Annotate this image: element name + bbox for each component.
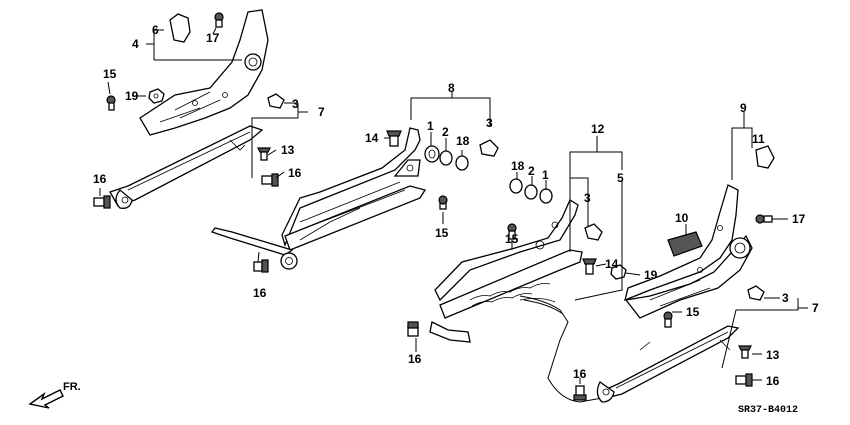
callout-16: 16	[766, 374, 780, 388]
callout-1: 1	[542, 168, 549, 182]
callout-1: 1	[427, 119, 434, 133]
callout-14: 14	[605, 257, 619, 271]
callout-3: 3	[782, 291, 789, 305]
callout-18: 18	[511, 159, 525, 173]
callout-2: 2	[442, 125, 449, 139]
callout-14: 14	[365, 131, 379, 145]
callout-18: 18	[456, 134, 470, 148]
callout-15: 15	[686, 305, 700, 319]
diagram-code: SR37-B4012	[738, 405, 798, 416]
callout-7: 7	[318, 105, 325, 119]
callout-16: 16	[573, 367, 587, 381]
front-arrow-icon	[28, 389, 64, 409]
middle-track-assembly	[210, 127, 499, 273]
callout-16: 16	[93, 172, 107, 186]
callout-8: 8	[448, 81, 455, 95]
callout-15: 15	[103, 67, 117, 81]
callout-4: 4	[132, 37, 139, 51]
callout-10: 10	[675, 211, 689, 225]
callout-19: 19	[644, 268, 658, 282]
callout-16: 16	[288, 166, 302, 180]
callout-7: 7	[812, 301, 819, 315]
left-recliner-assembly	[93, 9, 285, 209]
callout-3: 3	[584, 191, 591, 205]
center-track-assembly	[407, 178, 603, 403]
callout-6: 6	[152, 23, 159, 37]
front-label: FR.	[63, 381, 81, 393]
right-recliner-assembly	[596, 145, 775, 403]
callout-labels: 6 4 17 15 19 3 7 13 16 16 16 8 14 1 2 18…	[93, 23, 819, 388]
front-direction-indicator: FR.	[28, 381, 81, 409]
callout-19: 19	[125, 89, 139, 103]
callout-13: 13	[766, 348, 780, 362]
callout-15: 15	[435, 226, 449, 240]
callout-9: 9	[740, 101, 747, 115]
callout-16: 16	[408, 352, 422, 366]
callout-11: 11	[752, 132, 765, 146]
callout-3: 3	[292, 97, 299, 111]
callout-5: 5	[617, 171, 624, 185]
leader-lines	[99, 27, 808, 384]
callout-2: 2	[528, 164, 535, 178]
callout-13: 13	[281, 143, 295, 157]
callout-12: 12	[591, 122, 605, 136]
callout-17: 17	[206, 31, 220, 45]
callout-16: 16	[253, 286, 267, 300]
callout-17: 17	[792, 212, 806, 226]
callout-15: 15	[505, 232, 519, 246]
callout-3: 3	[486, 116, 493, 130]
